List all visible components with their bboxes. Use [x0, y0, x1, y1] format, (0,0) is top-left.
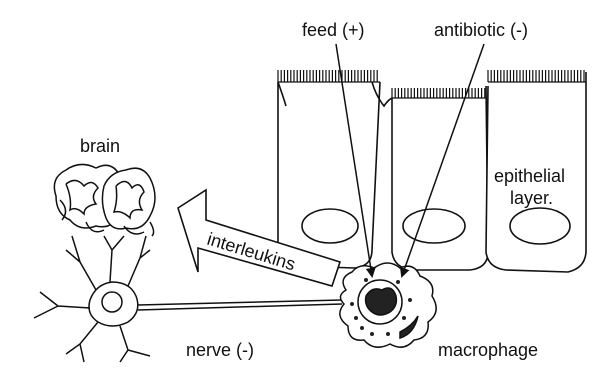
nerve-label: nerve (-)	[186, 340, 254, 360]
antibiotic-label: antibiotic (-)	[434, 20, 528, 40]
nucleus-right	[510, 208, 570, 244]
macrophage-cell	[340, 263, 436, 347]
neuron-nucleus	[102, 292, 122, 312]
macrophage-label: macrophage	[438, 340, 538, 360]
nucleus-left	[302, 209, 358, 243]
epithelial-label-line2: layer.	[510, 188, 553, 208]
epithelial-label-line1: epithelial	[494, 166, 565, 186]
feed-label: feed (+)	[302, 20, 365, 40]
brain-icon	[54, 164, 155, 236]
nucleus-middle	[403, 209, 465, 243]
microvilli-fringe	[278, 70, 377, 82]
nuclei	[302, 208, 570, 244]
brain-label: brain	[80, 136, 120, 156]
